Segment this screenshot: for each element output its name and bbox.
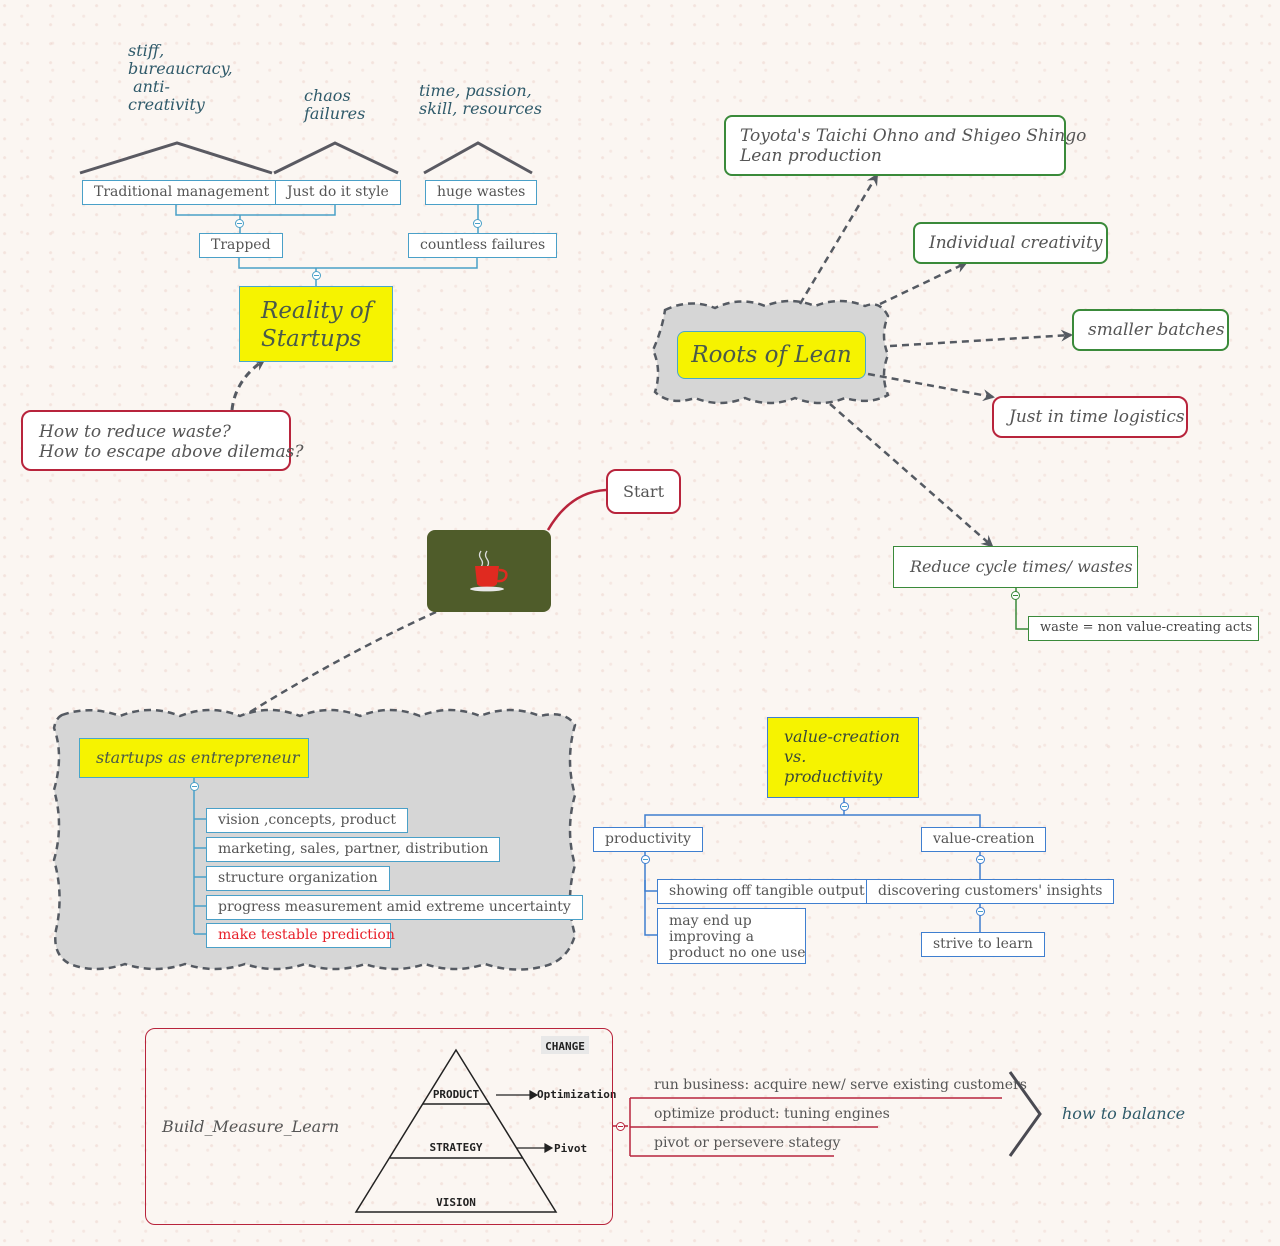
- collapse-icon[interactable]: [312, 271, 321, 280]
- node-trapped[interactable]: Trapped: [199, 233, 283, 258]
- pyramid-pivot: Pivot: [554, 1142, 587, 1155]
- collapse-icon[interactable]: [616, 1122, 625, 1131]
- node-traditional-management[interactable]: Traditional management: [82, 180, 282, 205]
- pyramid-change: CHANGE: [545, 1040, 585, 1053]
- node-start[interactable]: Start: [606, 469, 681, 514]
- bml-item[interactable]: run business: acquire new/ serve existin…: [654, 1077, 1027, 1093]
- pyramid-optimization: Optimization: [537, 1088, 616, 1101]
- collapse-icon[interactable]: [235, 219, 244, 228]
- node-individual-creativity[interactable]: Individual creativity: [913, 222, 1108, 264]
- entrepreneur-item[interactable]: structure organization: [206, 866, 390, 891]
- collapse-icon[interactable]: [641, 855, 650, 864]
- node-toyota[interactable]: Toyota's Taichi Ohno and Shigeo Shingo L…: [724, 115, 1086, 176]
- collapse-icon[interactable]: [840, 802, 849, 811]
- node-countless-failures[interactable]: countless failures: [408, 233, 558, 258]
- node-reality-of-startups[interactable]: Reality of Startups: [239, 286, 393, 362]
- pyramid-product: PRODUCT: [433, 1088, 480, 1101]
- pyramid-vision: VISION: [436, 1196, 476, 1209]
- node-showing-off[interactable]: showing off tangible output: [657, 879, 877, 904]
- node-just-do-it[interactable]: Just do it style: [275, 180, 401, 205]
- entrepreneur-item[interactable]: marketing, sales, partner, distribution: [206, 837, 501, 862]
- how-to-balance: how to balance: [1062, 1104, 1186, 1123]
- central-topic[interactable]: [427, 530, 551, 612]
- brace-just-do-it: [273, 141, 399, 175]
- node-may-end-up[interactable]: may end up improving a product no one us…: [657, 908, 806, 964]
- node-roots-of-lean[interactable]: Roots of Lean: [677, 331, 866, 379]
- node-strive-to-learn[interactable]: strive to learn: [921, 932, 1045, 957]
- node-huge-wastes[interactable]: huge wastes: [425, 180, 538, 205]
- node-question[interactable]: How to reduce waste? How to escape above…: [21, 410, 304, 471]
- collapse-icon[interactable]: [976, 855, 985, 864]
- balance-chevron-icon: [1008, 1071, 1042, 1157]
- node-smaller-batches[interactable]: smaller batches: [1072, 309, 1229, 351]
- note-time: time, passion, skill, resources: [419, 81, 542, 118]
- node-discovering-insights[interactable]: discovering customers' insights: [866, 879, 1115, 904]
- brace-huge-wastes: [423, 141, 533, 175]
- strategy-pyramid: [354, 1048, 558, 1213]
- node-value-creation[interactable]: value-creation: [921, 827, 1047, 852]
- node-startups-as-entrepreneur[interactable]: startups as entrepreneur: [79, 738, 309, 778]
- node-reduce-cycle-times[interactable]: Reduce cycle times/ wastes: [893, 546, 1138, 588]
- note-stiff: stiff, bureaucracy, anti- creativity: [128, 41, 233, 114]
- entrepreneur-item[interactable]: progress measurement amid extreme uncert…: [206, 895, 583, 920]
- node-waste-definition[interactable]: waste = non value-creating acts: [1028, 616, 1259, 641]
- coffee-cup-icon: [470, 550, 508, 592]
- brace-traditional: [79, 141, 273, 175]
- node-build-measure-learn[interactable]: Build_Measure_Learn: [145, 1028, 613, 1225]
- bml-item[interactable]: pivot or persevere stategy: [654, 1135, 841, 1151]
- node-productivity[interactable]: productivity: [593, 827, 703, 852]
- entrepreneur-item-highlight[interactable]: make testable prediction: [206, 923, 395, 948]
- entrepreneur-item[interactable]: vision ,concepts, product: [206, 808, 409, 833]
- note-chaos: chaos failures: [304, 86, 366, 123]
- collapse-icon[interactable]: [1011, 591, 1020, 600]
- node-just-in-time[interactable]: Just in time logistics: [992, 396, 1188, 438]
- bml-item[interactable]: optimize product: tuning engines: [654, 1106, 890, 1122]
- collapse-icon[interactable]: [190, 782, 199, 791]
- collapse-icon[interactable]: [473, 219, 482, 228]
- bml-title: Build_Measure_Learn: [162, 1117, 340, 1136]
- collapse-icon[interactable]: [976, 907, 985, 916]
- pyramid-strategy: STRATEGY: [430, 1141, 483, 1154]
- node-value-vs-productivity[interactable]: value-creation vs. productivity: [767, 717, 919, 798]
